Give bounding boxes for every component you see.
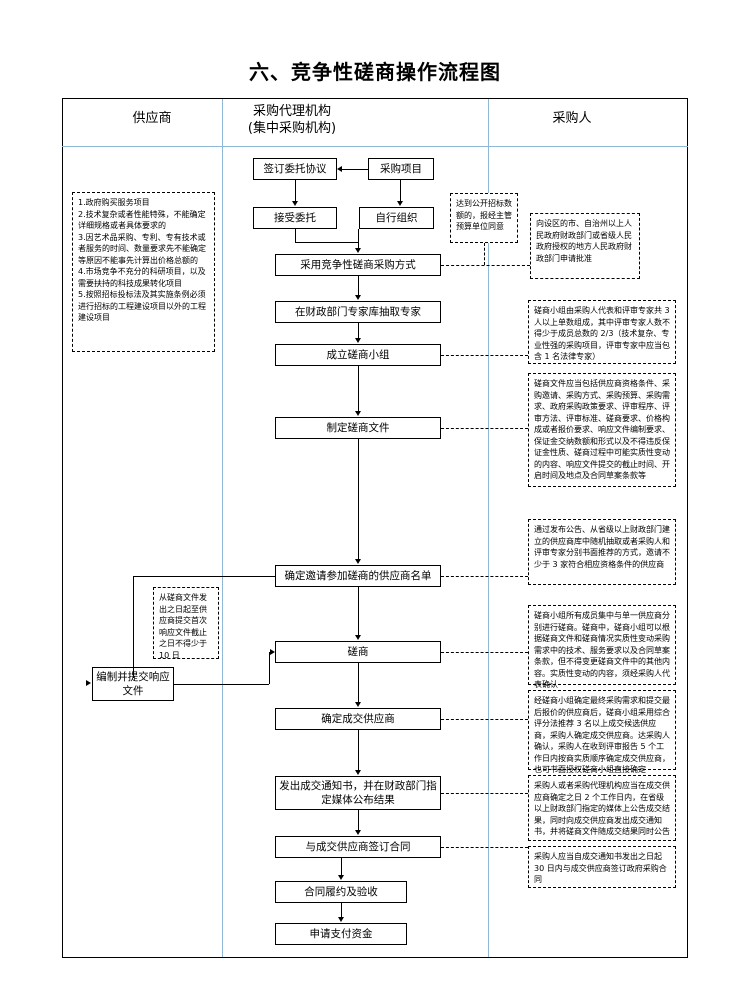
connector-experts-to-group — [358, 323, 359, 339]
connector-suppliers-to-negotiate — [358, 587, 359, 635]
node-purchase-project[interactable]: 采购项目 — [368, 158, 434, 180]
dash-suppliers-to-note — [441, 576, 528, 577]
arrow-project-to-organize — [397, 201, 403, 206]
connector-winner-to-notice — [358, 730, 359, 770]
node-self-organize[interactable]: 自行组织 — [359, 207, 434, 229]
dash-public-target-v — [484, 243, 485, 265]
dash-group-to-note — [441, 355, 528, 356]
dash-winner-to-note — [441, 719, 528, 720]
connector-sign-to-accept — [295, 180, 296, 202]
connector-accept-to-payment — [341, 903, 342, 917]
node-make-docs[interactable]: 制定磋商文件 — [275, 417, 441, 439]
connector-negotiate-to-winner — [358, 663, 359, 702]
dash-contract-to-note — [441, 847, 528, 848]
arrow-response-to-negotiate — [270, 648, 275, 655]
arrow-adopt-to-experts — [355, 295, 361, 300]
connector-suppliers-branch-v — [358, 576, 359, 577]
connector-response-to-negotiate-v — [269, 652, 270, 684]
dash-notice-to-note — [441, 793, 528, 794]
connector-adopt-down — [358, 229, 359, 249]
arrow-suppliers-to-negotiate — [355, 635, 361, 640]
note-approval: 向设区的市、自治州以上人民政府财政部门或省级人民政府授权的地方人民政府财政部门申… — [530, 213, 640, 279]
dash-adopt-to-public — [441, 265, 530, 266]
node-adopt-method[interactable]: 采用竞争性磋商采购方式 — [275, 254, 441, 276]
page-title: 六、竞争性磋商操作流程图 — [249, 60, 501, 84]
arrow-winner-to-notice — [355, 770, 361, 775]
note-winner-detail: 经磋商小组确定最终采购需求和提交最后报价的供应商后，磋商小组采用综合评分法推荐 … — [528, 690, 676, 774]
note-public-target: 达到公开招标数额的，报经主管预算单位同意 — [450, 193, 518, 243]
node-issue-notice[interactable]: 发出成交通知书，并在财政部门指定媒体公布结果 — [275, 776, 441, 810]
arrow-sign-to-accept — [292, 201, 298, 206]
dash-negotiate-to-note — [441, 652, 528, 653]
node-negotiate[interactable]: 磋商 — [275, 641, 441, 663]
node-draw-experts[interactable]: 在财政部门专家库抽取专家 — [275, 301, 441, 323]
connector-project-to-sign — [342, 169, 368, 170]
node-determine-winner[interactable]: 确定成交供应商 — [275, 708, 441, 730]
connector-contract-to-accept — [341, 858, 342, 875]
arrow-accept-to-payment — [338, 917, 344, 922]
connector-notice-to-contract — [358, 810, 359, 830]
note-response-deadline: 从磋商文件发出之日起至供应商提交首次响应文件截止之日不得少于 10 日 — [153, 587, 219, 660]
note-docs-content: 磋商文件应当包括供应商资格条件、采购邀请、采购方式、采购预算、采购需求、政府采购… — [528, 373, 676, 487]
arrow-contract-to-accept — [338, 875, 344, 880]
node-sign-contract[interactable]: 与成交供应商签订合同 — [275, 836, 441, 858]
column-divider-2 — [488, 99, 489, 957]
connector-branch-down-to-response — [133, 576, 134, 678]
arrow-project-to-sign — [337, 165, 342, 172]
arrow-experts-to-group — [355, 338, 361, 343]
node-form-group[interactable]: 成立磋商小组 — [275, 344, 441, 366]
connector-project-to-organize — [400, 180, 401, 202]
connector-response-to-negotiate — [174, 684, 269, 685]
note-negotiate-detail: 磋商小组所有成员集中与单一供应商分别进行磋商。磋商中，磋商小组可以根据磋商文件和… — [528, 605, 676, 689]
diagram-frame — [62, 98, 688, 958]
arrow-group-to-docs — [355, 411, 361, 416]
node-apply-payment[interactable]: 申请支付资金 — [275, 923, 407, 945]
column-divider-1 — [222, 99, 223, 957]
connector-suppliers-branch-h — [133, 576, 275, 577]
column-header-purchaser: 采购人 — [552, 111, 592, 126]
node-perform-accept[interactable]: 合同履约及验收 — [275, 881, 407, 903]
node-sign-entrust[interactable]: 签订委托协议 — [253, 158, 337, 180]
note-left-projects: 1.政府购买服务项目 2.技术复杂或者性能特殊，不能确定详细规格或者具体要求的 … — [72, 192, 215, 352]
connector-adopt-to-experts — [358, 276, 359, 296]
connector-docs-to-suppliers — [358, 439, 359, 560]
arrow-negotiate-to-winner — [355, 702, 361, 707]
note-publish-detail: 采购人或者采购代理机构应当在成交供应商确定之日 2 个工作日内，在省级以上财政部… — [528, 775, 676, 841]
note-announce: 通过发布公告、从省级以上财政部门建立的供应商库中随机抽取或者采购人和评审专家分别… — [528, 519, 676, 585]
connector-group-to-docs — [358, 366, 359, 412]
arrow-branch-to-response — [86, 680, 91, 686]
node-prepare-response[interactable]: 编制并提交响应文件 — [92, 667, 174, 701]
note-group-compose: 磋商小组由采购人代表和评审专家共 3 人以上单数组成，其中评审专家人数不得少于成… — [528, 300, 676, 364]
note-contract-detail: 采购人应当自成交通知书发出之日起 30 日内与成交供应商签订政府采购合同 — [528, 846, 676, 888]
arrow-notice-to-contract — [355, 830, 361, 835]
column-header-supplier: 供应商 — [132, 111, 172, 126]
connector-accept-to-adopt-h — [295, 242, 358, 243]
dash-docs-to-note — [441, 428, 528, 429]
column-header-agency: 采购代理机构 (集中采购机构) — [247, 104, 337, 136]
node-accept-entrust[interactable]: 接受委托 — [253, 207, 337, 229]
arrow-to-adopt-method — [355, 248, 361, 253]
header-divider — [62, 146, 688, 147]
arrow-docs-to-suppliers — [355, 559, 361, 564]
connector-accept-to-adopt — [295, 229, 296, 242]
